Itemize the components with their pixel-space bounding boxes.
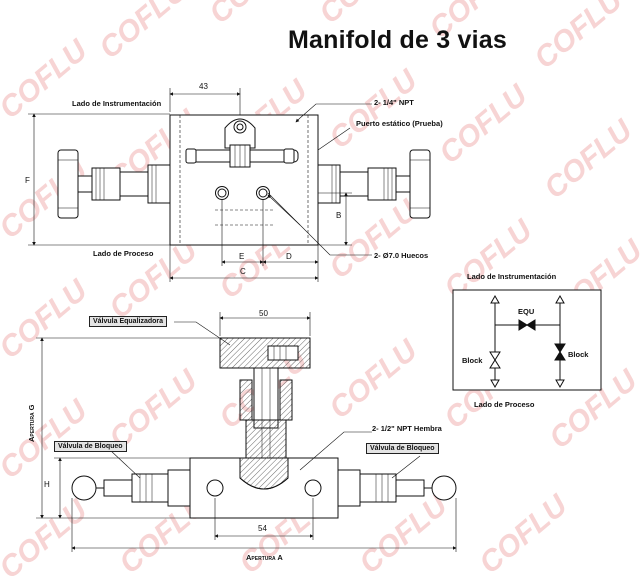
dim-54: 54 [258,524,267,533]
valve-schematic [452,289,602,391]
svg-text:COFLU: COFLU [0,33,95,126]
schematic-instrument-side: Lado de Instrumentación [467,272,557,281]
schematic-block-left: Block [462,356,483,365]
dim-h: H [44,480,50,489]
svg-text:COFLU: COFLU [323,63,424,156]
holes-label: 2- Ø7.0 Huecos [374,251,429,260]
page-title: Manifold de 3 vias [288,26,507,54]
schematic-process-side: Lado de Proceso [474,400,535,409]
svg-text:COFLU: COFLU [323,333,424,426]
opening-g-label: Apertura G [27,404,36,442]
female-npt-label: 2- 1/2" NPT Hembra [372,424,442,433]
dim-d: D [286,252,292,261]
block-valve-left-label: Válvula de Bloqueo [54,441,127,452]
svg-text:COFLU: COFLU [473,488,574,580]
svg-text:COFLU: COFLU [538,113,639,206]
top-view-drawing [28,88,431,282]
instrument-side-label: Lado de Instrumentación [72,99,162,108]
dim-43: 43 [199,82,208,91]
svg-text:COFLU: COFLU [0,273,95,366]
process-side-label: Lado de Proceso [93,249,154,258]
dim-b: B [336,211,342,220]
svg-text:COFLU: COFLU [528,0,629,75]
svg-text:COFLU: COFLU [0,393,95,486]
svg-text:COFLU: COFLU [0,493,95,580]
static-port-label: Puerto estático (Prueba) [356,119,443,128]
svg-text:COFLU: COFLU [93,0,194,65]
npt-port-label: 2- 1/4" NPT [374,98,414,107]
front-view-drawing [36,312,457,552]
dim-f: F [25,176,30,185]
dim-50: 50 [259,309,268,318]
schematic-block-right: Block [568,350,589,359]
equalizer-valve-label: Válvula Equalizadora [89,316,168,327]
svg-text:COFLU: COFLU [0,153,95,246]
dim-e: E [239,252,245,261]
dim-c: C [240,267,246,276]
svg-text:COFLU: COFLU [323,193,424,286]
svg-text:COFLU: COFLU [433,78,534,171]
schematic-equ-label: EQU [518,307,535,316]
opening-a-label: Apertura A [246,553,283,562]
svg-text:COFLU: COFLU [103,233,204,326]
block-valve-right-label: Válvula de Bloqueo [366,443,439,454]
